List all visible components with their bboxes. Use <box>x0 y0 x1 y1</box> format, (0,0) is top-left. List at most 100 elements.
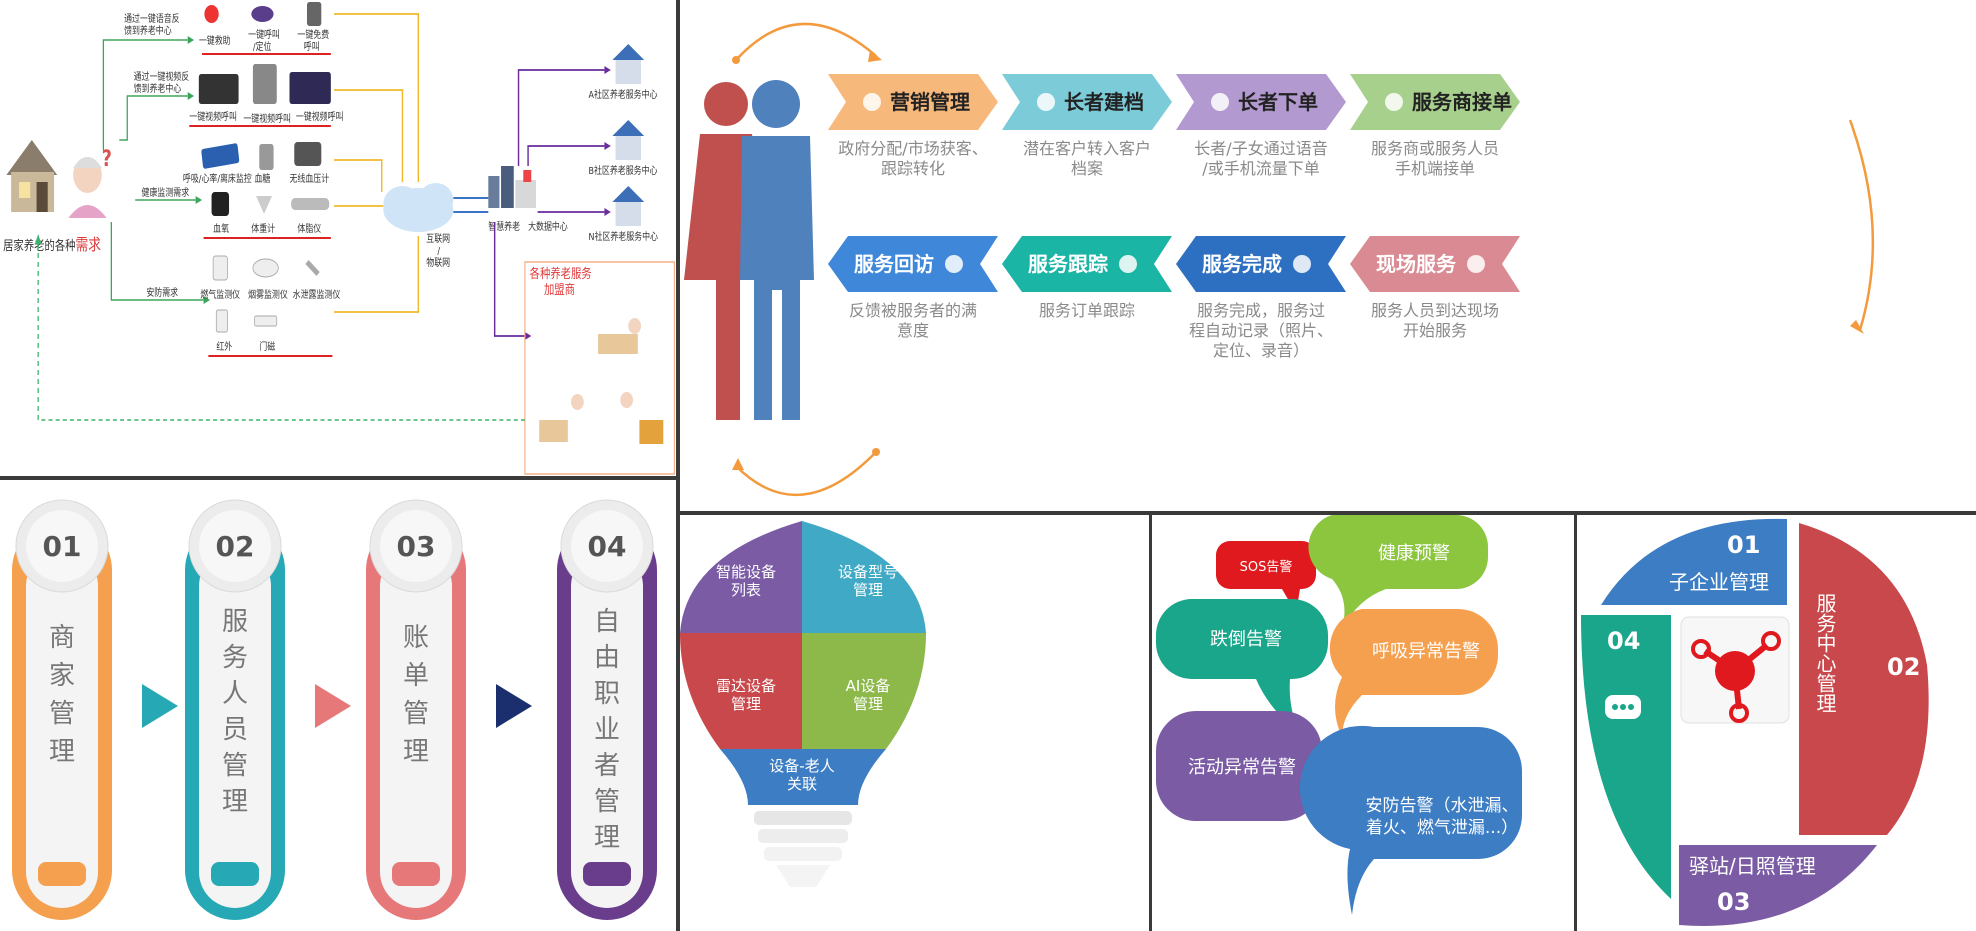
alert-activity-label: 活动异常告警 <box>1188 757 1296 778</box>
process-step-title: 服务商接单 <box>1412 90 1512 114</box>
segment-02-label: 服务中心管理 <box>1813 593 1837 713</box>
share-icon <box>1691 631 1781 723</box>
alert-security-label: 安防告警（水泄漏、着火、燃气泄漏...） <box>1366 796 1519 838</box>
briefcase-icon <box>945 255 963 273</box>
process-step-title: 长者下单 <box>1238 90 1318 114</box>
glucose-meter-icon <box>259 144 274 170</box>
door-sensor-icon <box>254 315 278 327</box>
bulb-label-ai: AI设备管理 <box>846 677 891 713</box>
divider-right-horizontal <box>680 511 1976 515</box>
elder-figure-icon: ? <box>68 146 112 218</box>
center-b-label: B社区养老服务中心 <box>589 164 658 177</box>
health-note: 健康监测需求 <box>142 186 190 199</box>
alert-security-bubble <box>1299 725 1522 915</box>
bulb-piece-elder-link <box>720 749 886 805</box>
svg-text:血氧: 血氧 <box>213 222 229 235</box>
segment-01-number: 01 <box>1727 531 1760 559</box>
management-tile-04: 04 自由职业者管理 <box>557 499 657 920</box>
tile-number: 04 <box>588 530 627 563</box>
process-step-desc: 服务完成，服务过程自动记录（照片、定位、录音） <box>1189 301 1333 360</box>
tv-terminal-icon <box>289 72 331 104</box>
tile-number: 03 <box>397 530 436 563</box>
smart-care-label: 智慧养老 <box>488 220 520 233</box>
svg-text:一键救助: 一键救助 <box>199 34 231 47</box>
org-management-panel: 01 子企业管理 02 服务中心管理 03 驿站/日照管理 04 <box>1577 515 1976 931</box>
process-step-desc: 长者/子女通过语音/或手机流量下单 <box>1194 139 1327 178</box>
process-step-desc: 潜在客户转入客户档案 <box>1023 139 1151 178</box>
process-step-title: 长者建档 <box>1064 90 1144 114</box>
svg-text:红外: 红外 <box>216 340 232 353</box>
divider-vertical <box>676 0 680 931</box>
alert-health-label: 健康预警 <box>1378 543 1450 564</box>
center-lines <box>493 69 605 337</box>
oximeter-icon <box>211 192 230 216</box>
alerts-panel: SOS告警 健康预警 跌倒告警 呼吸异常告警 活动异常告警 安防告警（水泄漏、着… <box>1152 515 1574 931</box>
segment-01-label: 子企业管理 <box>1669 570 1769 594</box>
divider-bottom-2 <box>1574 515 1577 931</box>
smoke-detector-icon <box>252 258 279 278</box>
svg-text:一键视频呼叫: 一键视频呼叫 <box>296 110 344 123</box>
car-icon <box>211 862 259 886</box>
svg-text:体脂仪: 体脂仪 <box>297 222 321 235</box>
process-step-desc: 政府分配/市场获客、跟踪转化 <box>838 139 987 178</box>
management-tile-03: 03 账单管理 <box>366 499 466 920</box>
car-icon <box>583 862 631 886</box>
body-fat-icon <box>291 198 330 210</box>
svg-text:呼吸/心率/离床监控: 呼吸/心率/离床监控 <box>183 172 252 185</box>
data-center-icon <box>488 166 537 208</box>
security-note: 安防需求 <box>146 286 178 299</box>
svg-text:门磁: 门磁 <box>259 340 275 353</box>
alert-breath-bubble <box>1329 609 1498 737</box>
blood-pressure-icon <box>294 142 322 166</box>
tile-label: 自由职业者管理 <box>594 607 620 853</box>
svg-text:烟雾监测仪: 烟雾监测仪 <box>248 288 288 301</box>
cycle-arrow-right <box>1848 119 1875 331</box>
device-to-cloud-lines <box>334 13 420 313</box>
tile-label: 商家管理 <box>49 623 75 767</box>
segment-02-number: 02 <box>1887 653 1920 681</box>
feedback-line <box>37 240 525 421</box>
bulb-piece-ai <box>802 633 926 749</box>
cycle-arrow-bottom <box>735 451 877 497</box>
security-devices: 燃气监测仪 烟雾监测仪 水泄露监测仪 红外 门磁 <box>200 255 340 357</box>
bulb-piece-smart-devices <box>680 521 802 633</box>
delivery-icon <box>620 392 664 444</box>
process-step-desc: 反馈被服务者的满意度 <box>849 301 977 340</box>
tile-label: 服务人员管理 <box>222 607 248 817</box>
segment-04 <box>1581 615 1671 899</box>
community-center-n-icon <box>612 186 645 226</box>
franchise-title: 各种养老服务加盟商 <box>530 266 592 297</box>
segment-03-label: 驿站/日照管理 <box>1689 854 1816 878</box>
process-step-title: 营销管理 <box>890 90 970 114</box>
home-icon <box>6 140 58 212</box>
svg-text:一键免费呼叫: 一键免费呼叫 <box>297 28 329 53</box>
home-care-system-diagram-scaled: ? 居家养老的各种需求 通过一键语音反馈到养老中心 通过一键视频反馈到养老中心 … <box>0 0 676 476</box>
health-devices: 呼吸/心率/离床监控 血糖 无线血压计 血氧 体重计 体脂仪 <box>183 142 331 239</box>
video-devices: 一键视频呼叫 一键视频呼叫 一键视频呼叫 <box>189 64 344 127</box>
alert-breath-label: 呼吸异常告警 <box>1372 641 1480 662</box>
bulb-puzzle <box>680 521 926 805</box>
brush-icon <box>1467 255 1485 273</box>
tile-number: 01 <box>43 530 82 563</box>
bulb-label-smart-devices: 智能设备列表 <box>716 563 776 599</box>
wristband-icon <box>251 6 274 22</box>
tools-icon <box>1385 93 1403 111</box>
bulb-piece-radar <box>680 633 802 749</box>
svg-text:?: ? <box>102 146 112 171</box>
alert-fall-bubble <box>1156 599 1328 733</box>
video-phone-icon <box>198 74 239 104</box>
pencil-icon <box>863 93 881 111</box>
tile-label: 账单管理 <box>403 623 429 767</box>
bulb-piece-model-mgmt <box>802 521 926 633</box>
cycle-arrow-top <box>735 22 877 61</box>
sos-button-icon <box>204 5 219 23</box>
chat-icon <box>1605 695 1641 719</box>
door-camera-icon <box>252 64 277 104</box>
divider-bottom-1 <box>1149 515 1152 931</box>
